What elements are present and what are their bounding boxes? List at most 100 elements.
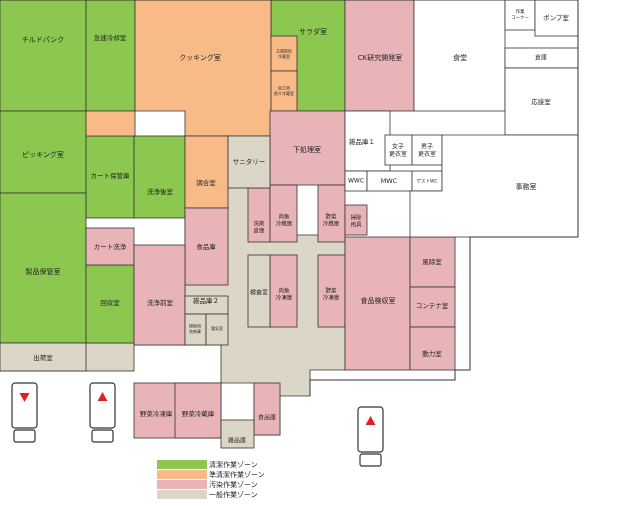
room-wwc-label: WWC	[348, 178, 364, 185]
room-electrical	[205, 313, 229, 346]
room-power-label: 動力室	[422, 349, 442, 358]
room-meat-fish-frozen	[269, 254, 298, 328]
room-meat-fish-cold	[269, 184, 298, 243]
walls-layer	[0, 0, 579, 396]
room-meat-fish-frozen-label: 肉魚冷凍庫	[276, 286, 293, 301]
room-chilled-pan	[0, 0, 87, 112]
room-shipping-label: 出荷室	[33, 353, 53, 362]
room-wash-after-label: 洗浄後室	[147, 187, 174, 196]
room-veg-cold-storage2-label: 野菜冷蔵庫	[182, 409, 215, 418]
room-veg-cold-storage-label: 野菜冷凍庫	[140, 409, 173, 418]
room-picking-label: ピッキング室	[22, 150, 64, 159]
room-female-locker	[384, 134, 413, 166]
room-guest-wc-label: ゲストWC	[416, 178, 437, 185]
room-meat-fish-cold-label: 肉魚冷蔵庫	[276, 212, 293, 227]
room-food-inspection	[344, 236, 411, 371]
room-veg-frozen	[317, 254, 346, 328]
room-seasoning	[184, 135, 229, 209]
room-male-locker-label: 男子更衣室	[418, 143, 436, 158]
legend-label-dirty: 汚染作業ゾーン	[209, 480, 258, 489]
truck-1-body	[11, 382, 38, 429]
legend-label-semi_clean: 準清潔作業ゾーン	[209, 470, 265, 479]
room-return-label: 回収室	[100, 298, 120, 307]
truck-1	[11, 382, 38, 443]
room-container-label: コンテナ室	[416, 301, 449, 310]
legend-swatch-general	[157, 490, 207, 499]
room-inspection	[247, 254, 271, 328]
room-cart-storage	[85, 135, 135, 219]
room-veg-cold-label: 野菜冷蔵庫	[323, 212, 340, 227]
room-seasoning-label: 調合室	[196, 178, 216, 187]
room-reception-label: 応接室	[531, 97, 551, 106]
room-cart-wash	[85, 227, 135, 266]
room-wash-before	[133, 244, 186, 346]
legend-swatch-dirty	[157, 480, 207, 489]
room-prep-label: 下処理室	[293, 145, 321, 154]
room-rapid-cooling-label: 急速冷却室	[94, 33, 127, 42]
room-office-label: 事務室	[516, 182, 537, 191]
room-food-inspection-label: 食品検収室	[361, 296, 396, 305]
room-storage-bottom	[220, 419, 255, 449]
room-food-store2	[253, 382, 281, 436]
room-shipping	[0, 342, 87, 372]
room-cafeteria-label: 食堂	[453, 53, 467, 62]
truck-2-body	[89, 382, 116, 429]
room-cart-wash-label: カート洗浄	[94, 242, 127, 251]
room-female-locker-label: 女子更衣室	[389, 142, 407, 158]
room-food-store-label: 食品庫	[196, 242, 216, 251]
truck-1-cab	[13, 429, 36, 443]
room-cleaning-tools-label: 掃除用具	[350, 213, 362, 228]
room-product-storage-label: 製品保管室	[26, 267, 61, 276]
room-veg-cold-storage2	[174, 382, 222, 439]
outer-wall-right	[0, 0, 579, 396]
room-food-store	[184, 207, 229, 286]
room-storage-bottom-label: 雑品庫	[228, 437, 246, 445]
truck-3-cab	[359, 453, 382, 467]
room-wash-before-label: 洗浄前室	[147, 298, 174, 307]
room-cart-storage-label: カート保管庫	[91, 171, 131, 180]
trucks-layer	[11, 382, 384, 467]
room-storage1-label: 雑品庫１	[349, 137, 375, 146]
truck-1-arrow-icon	[19, 393, 30, 402]
room-inspection-label: 検査室	[250, 289, 268, 297]
labels-layer: チルドパンク急速冷却室クッキング室サラダ室CK研究開発室食堂作業コーナーポンプ室…	[22, 8, 570, 445]
legend-swatch-clean	[157, 460, 207, 469]
room-work-corner-label: 作業コーナー	[511, 8, 529, 21]
truck-2-arrow-icon	[97, 392, 108, 401]
truck-2-cab	[91, 429, 114, 443]
room-sanitary	[227, 135, 271, 189]
room-sanitary-label: サニタリー	[233, 157, 266, 166]
truck-3-body	[357, 406, 384, 453]
room-pump-label: ポンプ室	[543, 13, 569, 22]
room-picking	[0, 110, 87, 194]
room-processed-frozen-label: 加工肉魚介冷蔵室	[274, 84, 294, 96]
rooms-layer	[0, 0, 579, 449]
room-ck-lab	[344, 0, 415, 112]
room-rapid-cooling	[85, 0, 136, 112]
room-wind-label: 風除室	[422, 257, 442, 266]
room-processed-frozen	[270, 70, 298, 112]
legend-label-clean: 清潔作業ゾーン	[209, 460, 258, 469]
legend-label-general: 一般作業ゾーン	[209, 490, 258, 499]
truck-3	[357, 406, 384, 467]
room-wind	[409, 236, 456, 288]
room-storage2-label: 雑品庫２	[193, 296, 219, 305]
room-power	[409, 326, 456, 371]
room-storage1	[344, 110, 391, 172]
room-cafeteria	[413, 0, 506, 112]
room-main-veg-cooler-label: 主菜前処冷蔵室	[276, 47, 292, 59]
room-cleaning-tools	[344, 204, 368, 236]
room-salad-label: サラダ室	[299, 27, 327, 36]
room-cooking-label: クッキング室	[179, 53, 221, 62]
room-wash-after	[133, 135, 186, 219]
room-food-store2-label: 食品庫	[258, 414, 276, 422]
truck-2	[89, 382, 116, 443]
room-warehouse-label: 倉庫	[535, 54, 547, 62]
truck-3-arrow-icon	[365, 416, 376, 425]
room-mwc-label: MWC	[381, 177, 398, 185]
room-product-storage	[0, 192, 87, 344]
room-veg-frozen-label: 野菜冷凍庫	[323, 286, 340, 301]
room-ck-lab-label: CK研究開発室	[358, 53, 402, 62]
